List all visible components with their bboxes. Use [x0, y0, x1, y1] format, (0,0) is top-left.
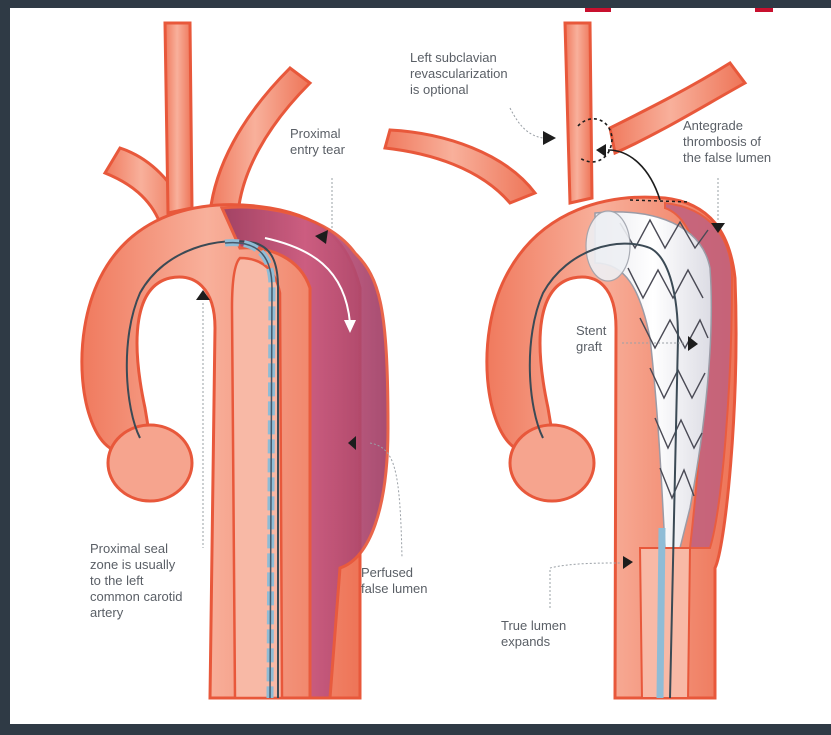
- left-aortic-root: [108, 425, 192, 501]
- label-proximal-entry-tear: Proximal entry tear: [290, 126, 345, 158]
- label-true-lumen-expands: True lumen expands: [501, 618, 566, 650]
- label-antegrade-thrombosis: Antegrade thrombosis of the false lumen: [683, 118, 771, 166]
- right-delivery-catheter: [660, 528, 662, 698]
- thrombosis-arrow: [608, 150, 660, 200]
- right-aortic-root: [510, 425, 594, 501]
- right-subclavian-marker: [543, 131, 556, 145]
- right-carotid-branch: [565, 23, 592, 203]
- true-lumen-leader: [550, 563, 620, 608]
- illustration-frame: Proximal entry tear Proximal seal zone i…: [10, 8, 831, 724]
- label-perfused-false-lumen: Perfused false lumen: [361, 565, 427, 597]
- label-left-subclavian: Left subclavian revascularization is opt…: [410, 50, 508, 98]
- label-stent-graft: Stent graft: [576, 323, 606, 355]
- label-proximal-seal-zone: Proximal seal zone is usually to the lef…: [90, 541, 182, 621]
- thrombosis-arrowhead: [596, 144, 606, 157]
- left-carotid-branch: [165, 23, 192, 213]
- left-subclavian-leader: [510, 108, 543, 138]
- right-brachiocephalic-branch: [385, 130, 535, 203]
